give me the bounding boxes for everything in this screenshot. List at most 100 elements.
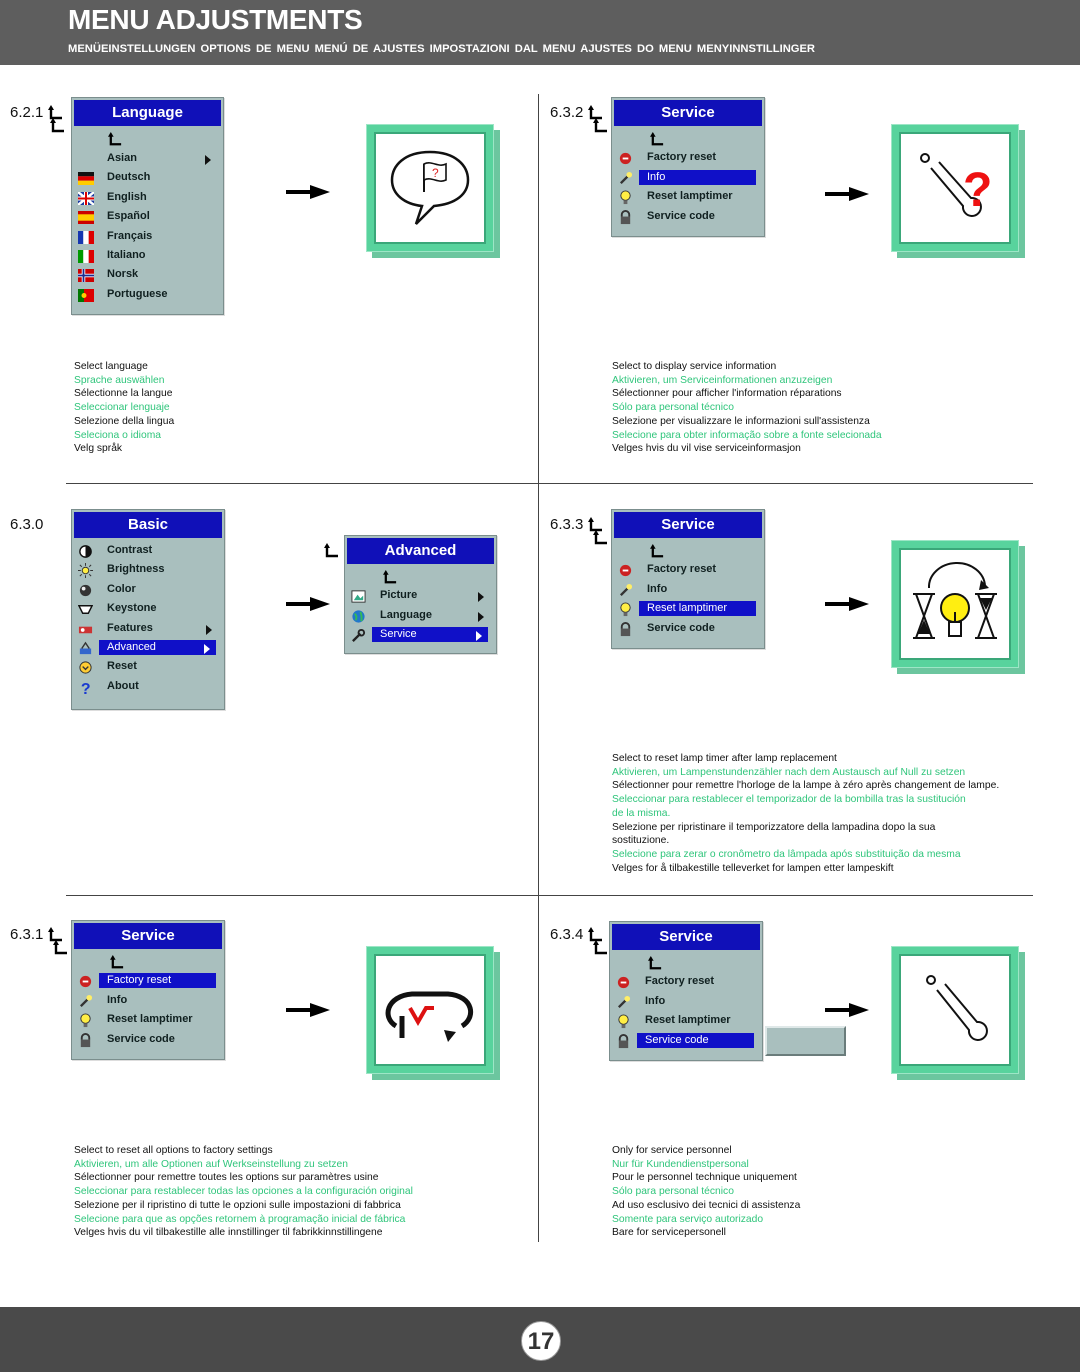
menu-item-francais[interactable]: Français [72,228,223,247]
menu-item-label: Français [107,229,153,242]
wrench-icon [926,975,988,1041]
menu-item-label: Keystone [107,602,157,615]
svg-text:?: ? [81,681,91,695]
menu-item-color[interactable]: Color [72,581,224,600]
menu-item-brightness[interactable]: Brightness [72,561,224,580]
caption-line: Select to reset all options to factory s… [74,1145,273,1156]
caption-line: Seleccionar lenguaje [74,402,170,414]
caption-631: Select to reset all options to factory s… [74,1144,413,1240]
menu-item-reset[interactable]: Reset [72,658,224,677]
menu-item-italiano[interactable]: Italiano [72,247,223,266]
section-label-630: 6.3.0 [10,516,43,533]
wrench-icon [352,629,366,643]
menu-title: Service [74,923,222,949]
menu-item-factory-reset[interactable]: Factory reset [72,972,224,991]
contrast-icon [79,545,92,558]
caption-line: Selezione per visualizzare le informazio… [612,415,870,427]
menu-item-service-code[interactable]: Service code [612,208,764,227]
menu-back[interactable] [612,542,764,561]
menu-item-label: Info [107,993,128,1006]
menu-back[interactable] [612,130,764,149]
caption-line: Sprache auswählen [74,374,165,386]
caption-line: Sélectionner pour remettre l'horloge de … [612,780,1000,792]
menu-item-asian[interactable]: Asian [72,150,223,169]
caption-632: Select to display service information Ak… [612,360,882,456]
menu-back[interactable] [610,954,762,973]
lamp-icon [80,1013,91,1028]
menu-item-label: Factory reset [647,563,717,576]
menu-item-portuguese[interactable]: Portuguese [72,286,223,305]
info-wrench-icon [619,583,633,596]
advanced-submenu: Advanced Picture Language Service [344,535,497,654]
menu-item-picture[interactable]: Picture [345,587,496,606]
menu-item-advanced[interactable]: Advanced [72,639,224,658]
svg-text:?: ? [432,166,439,180]
features-projector-icon [78,626,93,633]
section-number: 6.3.2 [550,104,584,121]
menu-item-deutsch[interactable]: Deutsch [72,169,223,188]
menu-item-label: Factory reset [99,973,216,989]
speech-bubble-flag-icon: ? [390,150,470,225]
caption-line: Sélectionner pour afficher l'information… [612,388,842,400]
menu-item-language[interactable]: Language [345,607,496,626]
menu-item-keystone[interactable]: Keystone [72,600,224,619]
menu-item-label: Language [380,608,432,621]
menu-item-reset-lamptimer[interactable]: Reset lamptimer [612,600,764,619]
menu-item-service-code[interactable]: Service code [72,1031,224,1050]
menu-item-reset-lamptimer[interactable]: Reset lamptimer [72,1011,224,1030]
menu-item-info[interactable]: Info [612,581,764,600]
menu-item-service-code[interactable]: Service code [612,620,764,639]
menu-item-norsk[interactable]: Norsk [72,266,223,285]
wrench-question-icon: ? [920,153,992,217]
menu-item-info[interactable]: Info [612,169,764,188]
caption-line: Sélectionne la langue [74,388,173,400]
factory-reset-icon [619,565,632,577]
menu-title: Service [612,924,760,950]
back-arrow-icon [593,118,609,133]
menu-item-factory-reset[interactable]: Factory reset [612,561,764,580]
menu-item-factory-reset[interactable]: Factory reset [612,149,764,168]
submenu-arrow-icon [478,592,484,603]
menu-item-label: Service [372,627,488,643]
menu-title: Service [614,100,762,126]
menu-back[interactable] [72,953,224,972]
caption-line: Velg språk [74,443,123,455]
page-subtitle: MENÜEINSTELLUNGEN OPTIONS DE MENU MENÚ D… [68,43,816,55]
menu-item-factory-reset[interactable]: Factory reset [610,973,762,992]
section-label-621: 6.2.1 [10,104,66,133]
menu-item-service[interactable]: Service [345,626,496,645]
german-flag-icon [78,172,94,186]
menu-item-label: Picture [380,589,418,602]
service-code-input[interactable] [765,1026,846,1056]
menu-item-espanol[interactable]: Español [72,208,223,227]
menu-item-reset-lamptimer[interactable]: Reset lamptimer [612,188,764,207]
menu-item-reset-lamptimer[interactable]: Reset lamptimer [610,1012,762,1031]
caption-line: Only for service personnel [612,1145,732,1156]
submenu-arrow-icon [478,611,484,622]
caption-line: Somente para serviço autorizado [612,1213,764,1225]
norwegian-flag-icon [78,269,94,283]
caption-line: Ad uso esclusivo dei tecnici di assisten… [612,1199,801,1211]
menu-back[interactable] [72,130,223,150]
menu-item-label: Portuguese [107,287,168,300]
question-mark-icon: ? [81,681,91,695]
menu-item-label: Norsk [107,268,139,281]
menu-item-about[interactable]: ? About [72,678,224,697]
service-menu-632: Service Factory reset Info Reset lamptim… [611,97,765,237]
menu-item-service-code[interactable]: Service code [610,1032,762,1051]
menu-item-label: English [107,190,147,203]
portuguese-flag-icon [78,288,94,302]
menu-item-label: Reset lamptimer [647,190,733,203]
menu-item-label: About [107,679,139,692]
menu-item-features[interactable]: Features [72,620,224,639]
french-flag-icon [78,230,94,244]
language-icon-box: ? [366,124,500,258]
factory-reset-icon [79,976,92,988]
menu-back[interactable] [345,568,496,587]
menu-item-english[interactable]: English [72,189,223,208]
page-number: 17 [521,1321,561,1361]
back-arrow-icon [593,940,609,955]
menu-item-info[interactable]: Info [72,992,224,1011]
menu-item-contrast[interactable]: Contrast [72,542,224,561]
menu-item-info[interactable]: Info [610,993,762,1012]
